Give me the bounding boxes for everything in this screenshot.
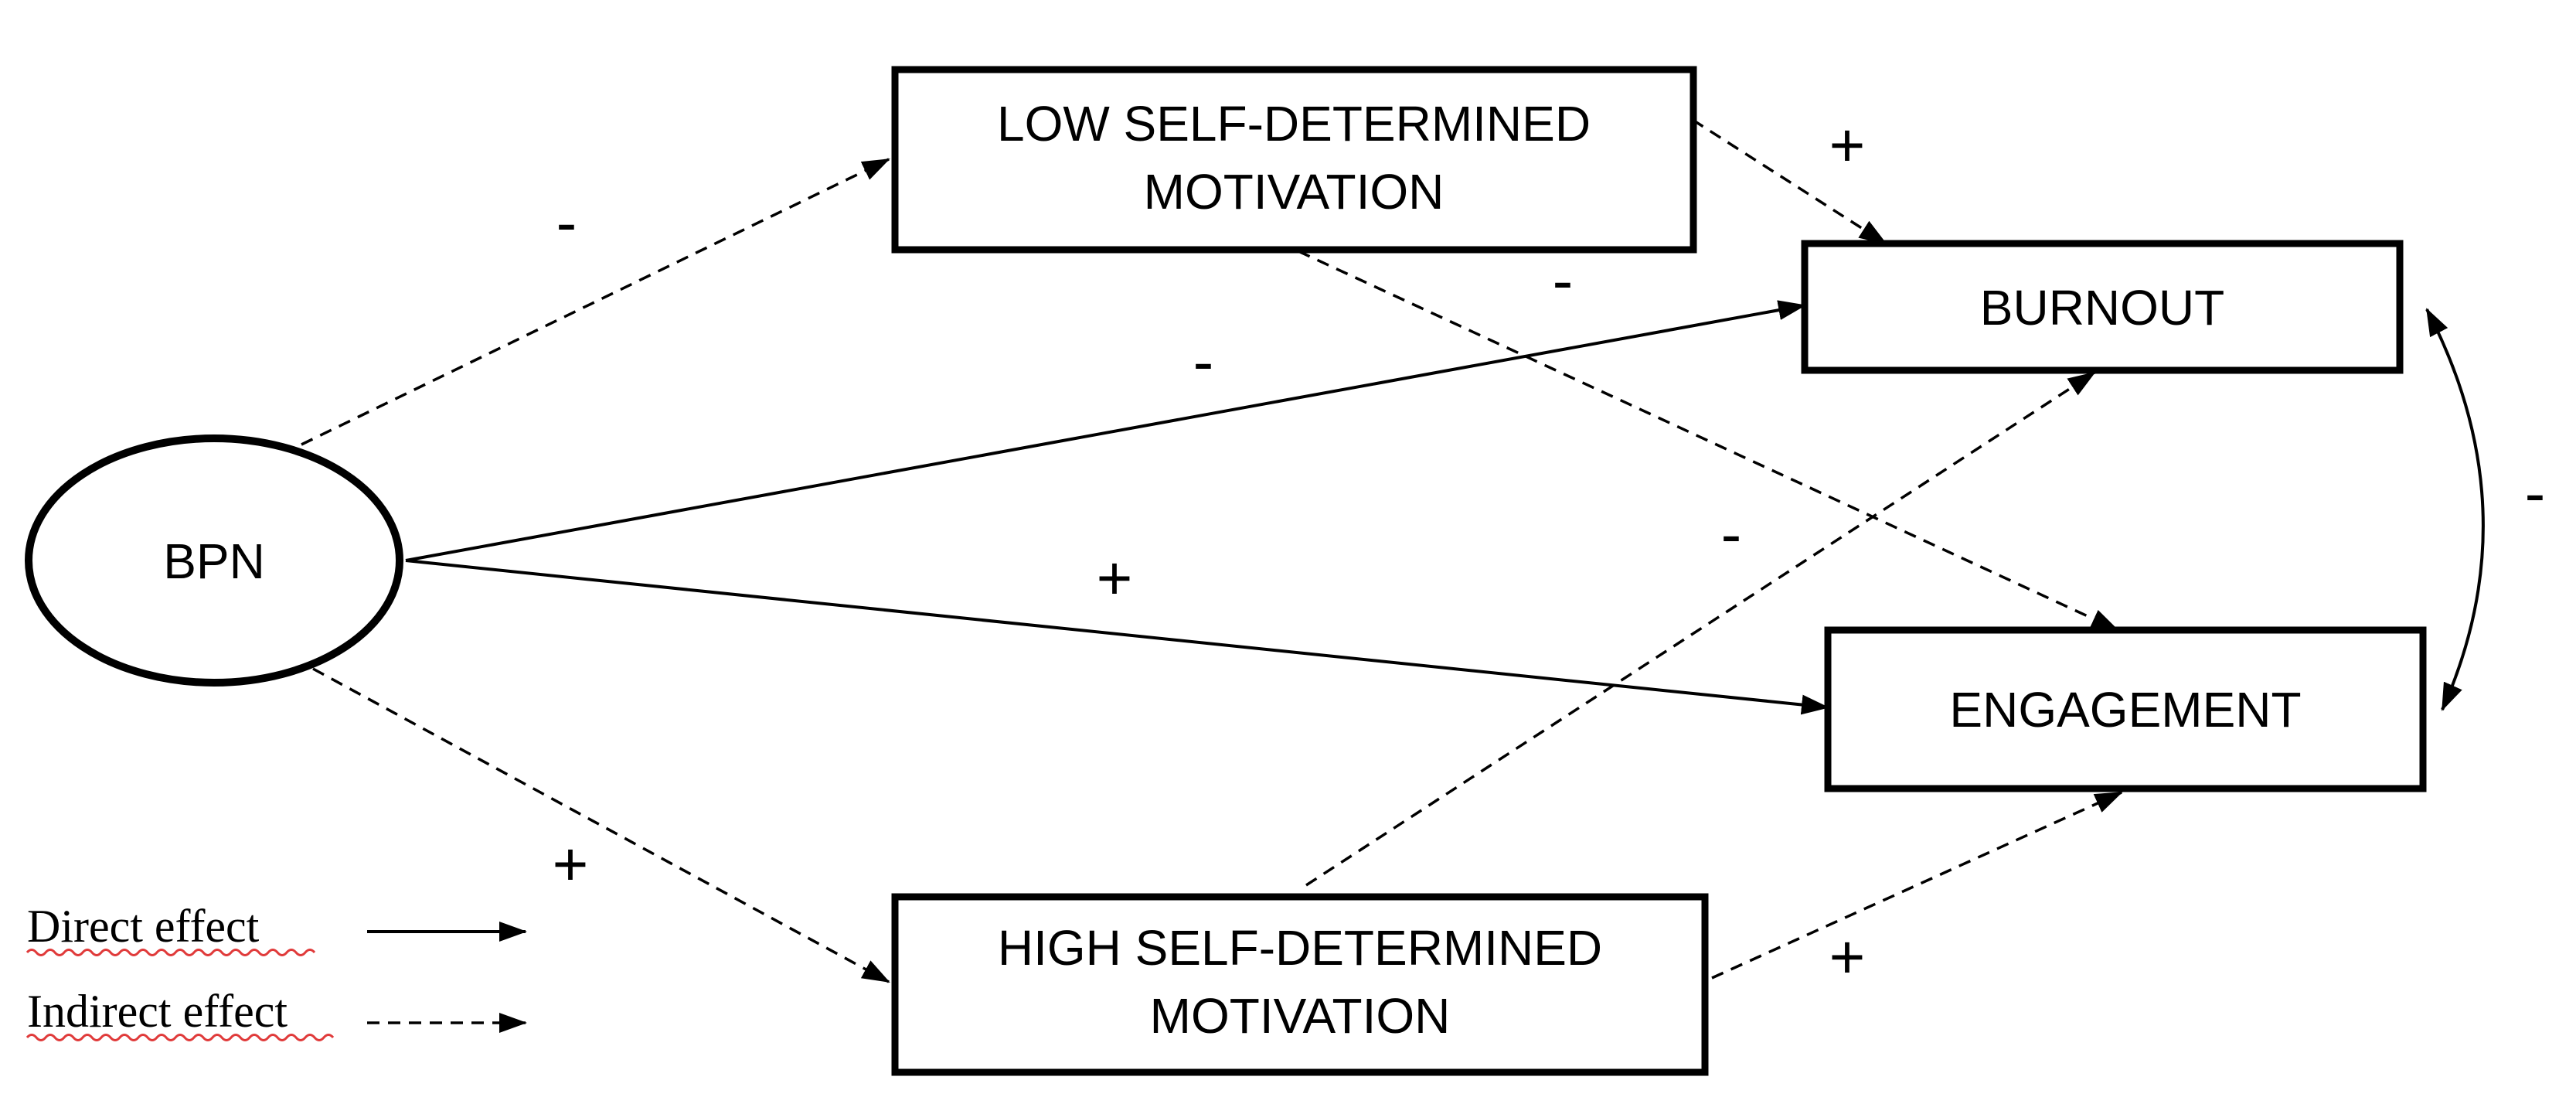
spellcheck-underline bbox=[26, 949, 316, 956]
arrow-low-to-burnout bbox=[1692, 118, 1887, 245]
node-burnout: BURNOUT bbox=[1801, 240, 2404, 374]
sign-high-to-burnout: - bbox=[1721, 499, 1742, 568]
arrow-bpn-to-engagement bbox=[405, 559, 1829, 715]
node-high-self-determined-motivation: HIGH SELF-DETERMINED MOTIVATION bbox=[891, 893, 1709, 1076]
node-bpn: BPN bbox=[25, 434, 403, 687]
sign-bpn-to-high: + bbox=[553, 830, 589, 898]
legend-direct-label: Direct effect bbox=[27, 901, 260, 952]
arrow-bpn-to-high-motivation bbox=[312, 667, 890, 983]
node-bpn-label: BPN bbox=[163, 533, 265, 589]
node-burnout-label: BURNOUT bbox=[1980, 280, 2224, 336]
node-low-motivation-line2: MOTIVATION bbox=[1144, 164, 1445, 220]
node-low-motivation-line1: LOW SELF-DETERMINED bbox=[997, 96, 1591, 152]
spellcheck-underline bbox=[26, 1034, 335, 1041]
sign-bpn-to-low: - bbox=[556, 188, 577, 257]
node-high-motivation-line2: MOTIVATION bbox=[1150, 988, 1451, 1044]
sign-low-to-burnout: + bbox=[1829, 111, 1866, 179]
arrow-high-to-engagement bbox=[1711, 791, 2123, 980]
arrow-high-to-burnout bbox=[1305, 371, 2096, 887]
sign-bpn-to-engagement: + bbox=[1097, 543, 1133, 612]
correlation-burnout-engagement bbox=[2425, 308, 2485, 711]
arrow-low-to-engagement bbox=[1298, 250, 2119, 632]
node-high-motivation-line1: HIGH SELF-DETERMINED bbox=[998, 920, 1602, 976]
node-engagement-label: ENGAGEMENT bbox=[1949, 682, 2301, 738]
node-engagement: ENGAGEMENT bbox=[1824, 626, 2427, 792]
sign-high-to-engagement: + bbox=[1829, 922, 1866, 991]
sign-bpn-to-burnout: - bbox=[1193, 327, 1214, 396]
legend: Direct effect Indirect effect bbox=[26, 901, 527, 1041]
node-low-self-determined-motivation: LOW SELF-DETERMINED MOTIVATION bbox=[891, 66, 1697, 254]
sign-low-to-engagement: - bbox=[1553, 246, 1574, 315]
legend-indirect-label: Indirect effect bbox=[27, 986, 288, 1037]
arrow-bpn-to-low-motivation bbox=[301, 158, 890, 446]
sign-burnout-engagement-correlation: - bbox=[2525, 458, 2546, 527]
arrow-bpn-to-burnout bbox=[405, 300, 1806, 562]
